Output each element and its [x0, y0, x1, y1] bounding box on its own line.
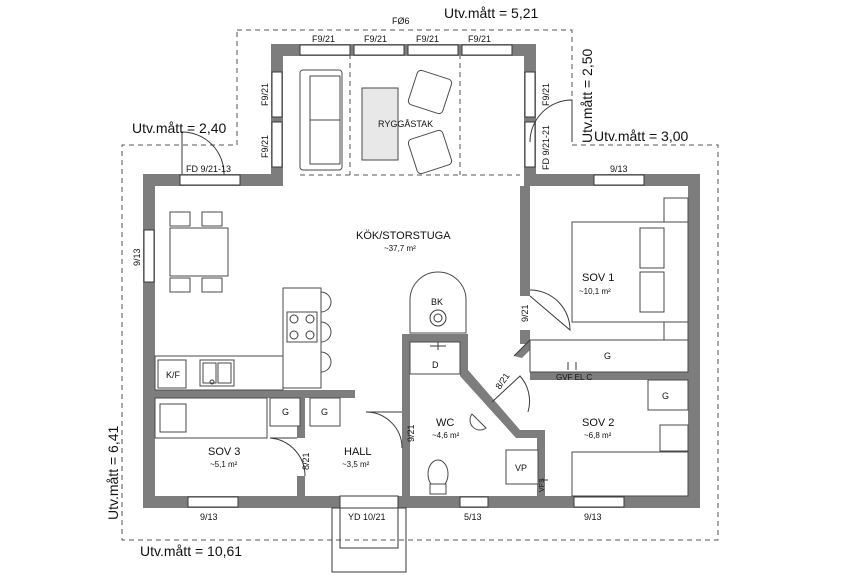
- door-label: 9/21: [406, 424, 416, 442]
- door-label: 8/21: [301, 452, 311, 470]
- label-bk: BK: [431, 297, 443, 307]
- window-label: F9/21: [260, 83, 270, 106]
- label-g: G: [604, 351, 611, 361]
- window-label: YD 10/21: [348, 512, 386, 522]
- room-name-sov3: SOV 3: [208, 446, 240, 458]
- window-label: 9/13: [200, 512, 218, 522]
- dim-right-mid: Utv.mått = 3,00: [594, 128, 688, 144]
- roof-outline: [121, 29, 719, 541]
- window-label: 9/13: [132, 248, 142, 266]
- window-label: F9/21: [468, 34, 491, 44]
- shower-icon: [430, 342, 446, 350]
- window-label: F9/21: [541, 83, 551, 106]
- room-area-hall: ~3,5 m²: [342, 460, 370, 469]
- dim-bottom: Utv.mått = 10,61: [140, 543, 242, 559]
- door-label: 8/21: [493, 371, 511, 391]
- window-label: F9/21: [312, 34, 335, 44]
- window-label: FD 9/21-13: [186, 164, 231, 174]
- label-fo6: FØ6: [392, 16, 410, 26]
- label-vfs: VFS: [539, 478, 546, 492]
- dim-left-top: Utv.mått = 2,40: [132, 120, 226, 136]
- room-name-ryggastak: RYGGÅSTAK: [378, 119, 433, 129]
- dim-right-top: Utv.mått = 2,50: [579, 49, 595, 143]
- room-name-kok: KÖK/STORSTUGA: [356, 230, 451, 242]
- room-labels: RYGGÅSTAK KÖK/STORSTUGA ~37,7 m² SOV 1 ~…: [208, 119, 614, 469]
- room-name-sov2: SOV 2: [582, 417, 614, 429]
- window-label: 5/13: [464, 512, 482, 522]
- window-label: FD 9/21-21: [541, 125, 551, 170]
- room-name-sov1: SOV 1: [582, 272, 614, 284]
- room-area-sov2: ~6,8 m²: [584, 431, 612, 440]
- room-name-wc: WC: [436, 417, 454, 429]
- dimension-labels: FØ6 Utv.mått = 5,21 Utv.mått = 2,40 Utv.…: [105, 5, 688, 559]
- label-d: D: [432, 360, 439, 370]
- room-area-wc: ~4,6 m²: [432, 431, 460, 440]
- fixture-labels: BK D K/F VP G G G G GVF EL C VFS: [166, 297, 669, 492]
- room-name-hall: HALL: [344, 446, 372, 458]
- label-gvfelc: GVF EL C: [556, 373, 592, 382]
- label-g: G: [321, 407, 328, 417]
- window-label: F9/21: [260, 135, 270, 158]
- doors: [181, 99, 573, 477]
- label-kf: K/F: [166, 370, 181, 380]
- window-labels: F9/21 F9/21 F9/21 F9/21 F9/21 F9/21 F9/2…: [132, 34, 628, 522]
- room-area-sov3: ~5,1 m²: [210, 460, 238, 469]
- window-label: F9/21: [416, 34, 439, 44]
- sunroom-grid: [300, 45, 520, 176]
- windows: [143, 44, 645, 509]
- entrance-steps: [331, 507, 407, 573]
- furniture: [154, 69, 689, 497]
- room-area-kok: ~37,7 m²: [384, 244, 416, 253]
- arrow-icon: [540, 362, 577, 481]
- room-area-sov1: ~10,1 m²: [579, 287, 611, 296]
- window-label: 9/13: [584, 512, 602, 522]
- label-g: G: [662, 391, 669, 401]
- window-label: F9/21: [364, 34, 387, 44]
- door-label: 9/21: [520, 304, 530, 322]
- dim-left-side: Utv.mått = 6,41: [105, 426, 121, 520]
- label-g: G: [282, 407, 289, 417]
- label-vp: VP: [515, 463, 527, 473]
- window-label: 9/13: [610, 164, 628, 174]
- dim-top: Utv.mått = 5,21: [444, 5, 538, 21]
- interior-walls: [155, 186, 688, 496]
